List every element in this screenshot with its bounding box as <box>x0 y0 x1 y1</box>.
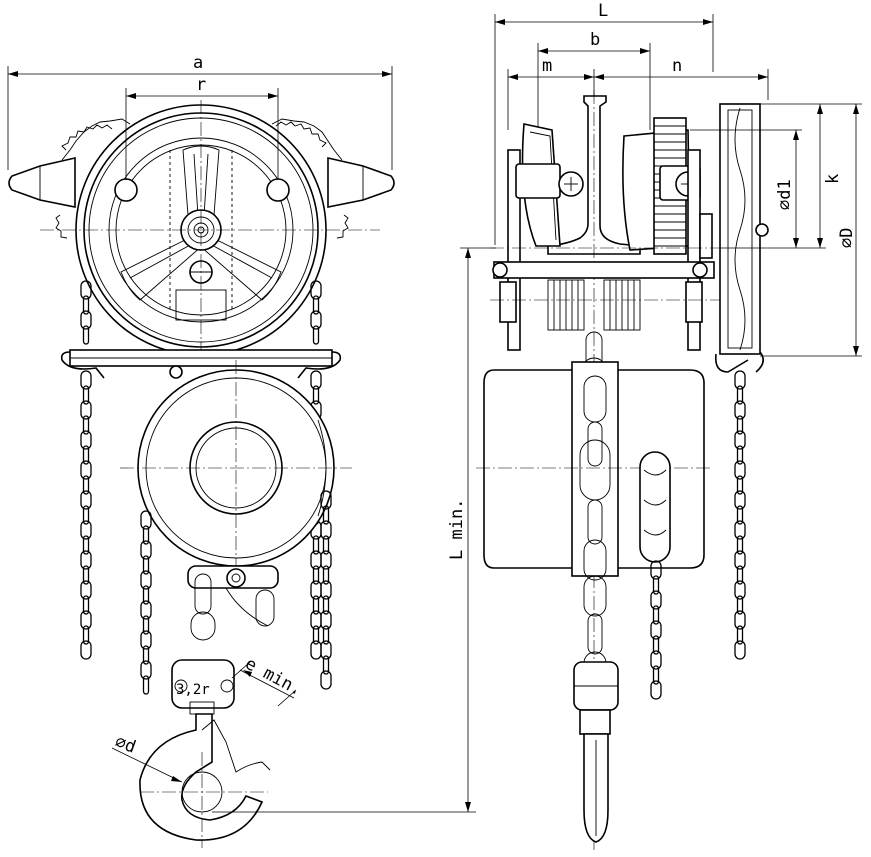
dim-d1: ∅d1 <box>690 129 802 248</box>
dim-b-label: b <box>590 30 600 50</box>
dim-n-label: n <box>672 56 682 76</box>
dim-L: L <box>494 1 714 245</box>
trolley-side <box>490 117 720 351</box>
dim-m-label: m <box>542 56 552 76</box>
side-hand-wheel <box>714 103 769 373</box>
side-view: L b m n <box>447 1 862 850</box>
dim-r: r <box>125 75 279 180</box>
dim-L-min: L min. <box>447 247 496 812</box>
dim-L-min-label: L min. <box>447 499 467 560</box>
dim-D: ∅D <box>760 103 862 357</box>
dim-d-label: ∅d <box>112 732 138 758</box>
dim-a: a <box>7 53 393 170</box>
dim-L-label: L <box>598 1 608 21</box>
front-hand-chain-left <box>80 280 92 660</box>
thread-mark: 3,2r <box>176 682 210 698</box>
dim-k: k <box>720 104 843 249</box>
dim-e-min-label: e min. <box>242 654 306 700</box>
trolley-frame <box>60 349 342 379</box>
dim-m-n: m n <box>507 56 769 130</box>
dim-a-label: a <box>193 53 203 73</box>
front-view: a r e min. 3,2r ∅d <box>7 53 476 848</box>
side-hand-chain-left <box>650 560 662 700</box>
load-chain-front <box>187 565 279 641</box>
dim-r-label: r <box>196 75 206 95</box>
dim-k-label: k <box>823 174 843 184</box>
load-hook <box>139 713 264 841</box>
side-hand-chain-right <box>734 370 746 660</box>
left-buffer <box>8 156 76 208</box>
dim-D-label: ∅D <box>837 228 857 248</box>
trolley-gears <box>55 118 349 239</box>
hoist-body-side <box>476 361 712 581</box>
hoist-body <box>120 360 352 576</box>
hook-block-front <box>139 659 271 848</box>
dim-e-min: e min. <box>231 654 306 707</box>
hook-block-side <box>573 661 619 843</box>
dim-b: b <box>537 30 651 130</box>
right-buffer <box>327 156 395 208</box>
dim-d1-label: ∅d1 <box>775 179 795 210</box>
